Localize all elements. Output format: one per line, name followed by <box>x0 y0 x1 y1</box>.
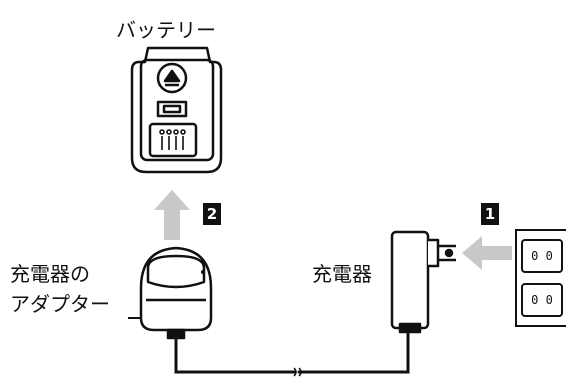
adapter-label-line2: アダプター <box>10 292 110 316</box>
battery-label: バッテリー <box>116 18 216 42</box>
wall-outlet <box>515 229 566 327</box>
battery-illustration <box>130 46 223 174</box>
charger-label: 充電器 <box>312 262 372 286</box>
outlet-socket-top: 0 0 <box>531 249 553 263</box>
adapter-label-line1: 充電器の <box>10 262 90 286</box>
arrow-left-icon <box>462 236 512 270</box>
outlet-socket-bottom: 0 0 <box>531 293 553 307</box>
step-2-badge: 2 <box>203 203 221 225</box>
arrow-up-icon <box>154 190 190 240</box>
adapter-illustration <box>139 246 213 340</box>
charger-illustration <box>390 230 456 334</box>
step-1-badge: 1 <box>481 203 499 225</box>
charger-cable <box>174 328 410 374</box>
